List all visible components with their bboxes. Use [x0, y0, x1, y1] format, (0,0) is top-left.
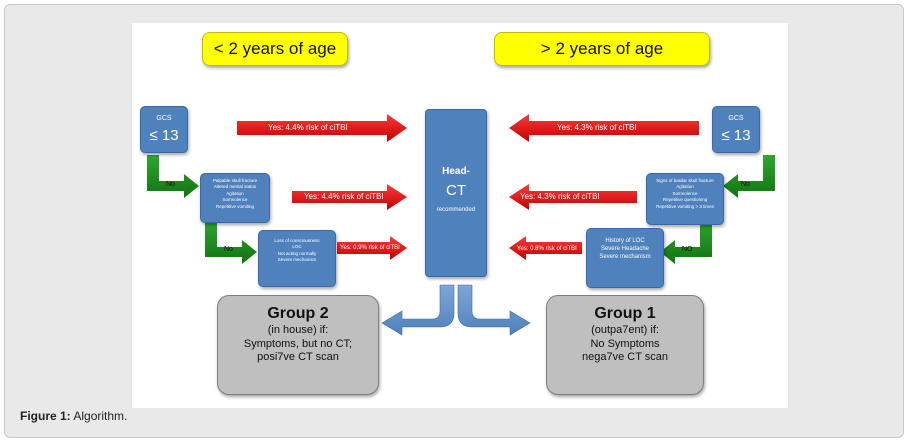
- criteria-left-3-line: LOC: [292, 244, 302, 250]
- risk-label-left-1: Yes: 4.4% risk of ciTBI: [268, 123, 348, 132]
- criteria-left-2-line: Palpable skull fracture: [212, 178, 258, 183]
- criteria-right-2-line: Repetitive questioning: [662, 197, 708, 203]
- gcs-label-left: GCS: [156, 115, 172, 122]
- criteria-left-3-line: Not acting normally: [277, 250, 317, 256]
- blue-arrow-to-group2: [381, 284, 455, 336]
- green-arrow-right-2: [660, 219, 712, 264]
- gcs-label-right: GCS: [728, 115, 744, 122]
- criteria-right-2-line: Repetitive vomiting > 3 times: [656, 203, 714, 209]
- center-line-1: Head-: [442, 166, 470, 177]
- head-ct-recommended-box: Head- CT recommended: [425, 109, 487, 277]
- green-arrow-right-1: [723, 155, 775, 198]
- group-2-line-2: Symptoms, but no CT;: [243, 337, 353, 350]
- red-arrow-right-2: [509, 184, 637, 210]
- group-1-line-2: No Symptoms: [590, 337, 660, 350]
- green-arrow-left-2: [205, 219, 257, 264]
- criteria-right-3-line: Severe mechanism: [599, 254, 651, 260]
- header-over-2-years: > 2 years of age: [494, 32, 710, 66]
- criteria-left-2-line: Repetitive vomiting: [215, 203, 255, 209]
- risk-label-right-2: Yes: 4.3% risk of ciTBI: [520, 192, 600, 201]
- red-arrow-right-3: [509, 236, 582, 260]
- red-arrow-left-1: [237, 114, 407, 142]
- gcs-value-right: ≤ 13: [721, 127, 751, 144]
- group-2-line-1: (in house) if:: [267, 324, 329, 336]
- no-label-left-1: No: [166, 181, 175, 188]
- criteria-left-2-line: Somnolence: [222, 197, 248, 203]
- criteria-left-3-line: Severe mechanism: [277, 257, 317, 263]
- green-arrow-left-1: [147, 155, 199, 198]
- criteria-box-right-2: Signs of basilar skull fracture Agitatio…: [646, 173, 724, 225]
- gcs-value-left: ≤ 13: [149, 127, 179, 144]
- risk-label-left-2: Yes: 4.4% risk of ciTBI: [304, 192, 384, 201]
- criteria-box-right-3: History of LOC Severe Headache Severe me…: [586, 228, 664, 288]
- group-1-line-1: (outpa7ent) if:: [591, 324, 659, 336]
- criteria-right-3-line: History of LOC: [605, 238, 645, 244]
- group-1-line-3: nega7ve CT scan: [581, 351, 669, 363]
- gcs-box-left: GCS ≤ 13: [140, 106, 188, 153]
- criteria-left-2-line: Altered mental status: [213, 184, 257, 190]
- header-under-2-years: < 2 years of age: [202, 32, 348, 66]
- red-arrow-right-1: [509, 114, 699, 142]
- figure-caption-text: Algorithm.: [70, 409, 128, 423]
- risk-label-right-1: Yes: 4.3% risk of ciTBI: [557, 123, 637, 132]
- criteria-right-2-line: Agitation: [676, 184, 694, 190]
- group-2-title: Group 2: [267, 305, 329, 322]
- criteria-right-2-line: Signs of basilar skull fracture: [656, 178, 714, 183]
- diagram-arrows: [147, 114, 775, 336]
- criteria-left-3-line: Loss of consciousness: [274, 238, 320, 243]
- risk-label-left-3: Yes: 0.9% risk of ciTBI: [340, 245, 400, 251]
- center-line-2: CT: [446, 182, 466, 199]
- group-2-box: Group 2 (in house) if: Symptoms, but no …: [217, 295, 379, 395]
- no-label-left-2: No: [224, 246, 233, 253]
- group-1-box: Group 1 (outpa7ent) if: No Symptoms nega…: [546, 295, 704, 395]
- group-1-title: Group 1: [594, 305, 656, 322]
- criteria-box-left-3: Loss of consciousness LOC Not acting nor…: [258, 230, 336, 287]
- criteria-right-3-line: Severe Headache: [600, 246, 650, 252]
- gcs-box-right: GCS ≤ 13: [712, 106, 760, 153]
- figure-caption: Figure 1: Algorithm.: [20, 409, 127, 423]
- criteria-left-2-line: Agitation: [226, 190, 244, 196]
- blue-arrow-to-group1: [457, 284, 531, 336]
- group-2-line-3: posi7ve CT scan: [257, 351, 339, 363]
- red-arrow-left-3: [337, 236, 407, 260]
- figure-frame: < 2 years of age > 2 years of age Head- …: [4, 4, 904, 438]
- no-label-right-2: NO: [682, 246, 693, 253]
- center-line-3: recommended: [436, 207, 476, 213]
- red-arrow-left-2: [292, 184, 407, 210]
- risk-label-right-3: Yes: 0.8% risk of ciTBI: [517, 246, 577, 252]
- criteria-box-left-2: Palpable skull fracture Altered mental s…: [200, 173, 270, 223]
- figure-caption-label: Figure 1:: [20, 409, 71, 423]
- algorithm-diagram: < 2 years of age > 2 years of age Head- …: [132, 23, 788, 408]
- criteria-right-2-line: Somnolence: [672, 190, 698, 196]
- no-label-right-1: No: [741, 181, 750, 188]
